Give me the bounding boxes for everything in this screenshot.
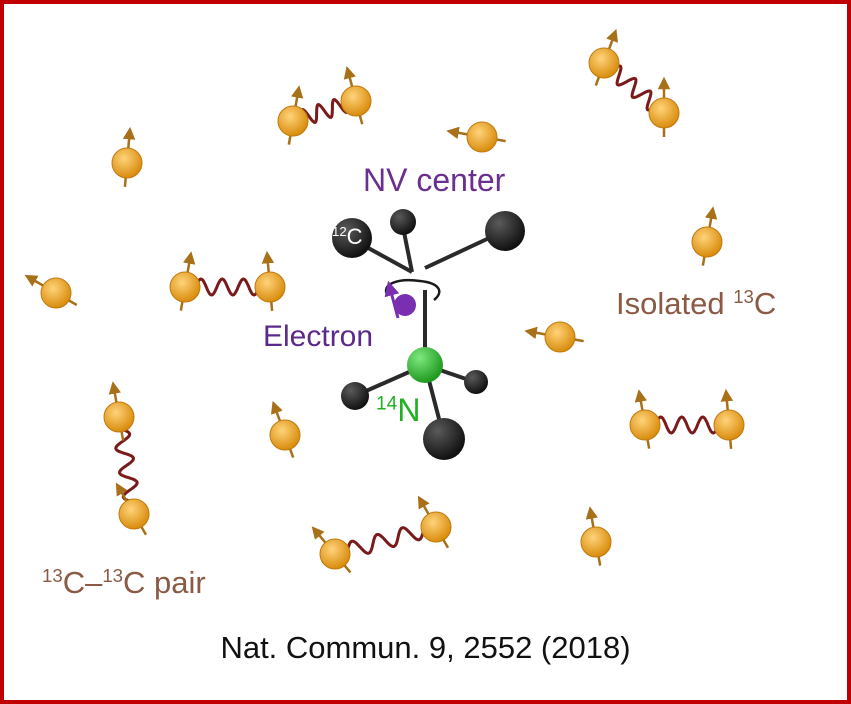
c13-spin-6 [691,206,723,266]
nv-center-molecule [332,209,525,460]
carbon12-symbol: C [346,223,363,249]
pair-mass-number-a: 13 [42,565,63,586]
spin-ball-0 [277,105,309,137]
c13-spin-2 [588,28,620,86]
c13-spin-7 [24,274,78,309]
spin-ball-12 [269,419,301,451]
spin-ball-18 [580,526,612,558]
nitrogen14-symbol: N [397,392,421,428]
spin-ball-4 [111,147,143,179]
c13-spin-12 [269,400,301,458]
coupling-wave-4 [643,415,731,435]
c13-spin-8 [169,251,201,311]
c13-spin-18 [580,506,612,566]
spin-ball-9 [254,271,286,303]
nv-center-label: NV center [363,162,506,198]
c13-spin-14 [713,388,745,450]
c13-spin-0 [277,85,309,145]
c13-spin-16 [311,526,352,574]
carbon13-spins [24,28,745,574]
electron-label: Electron [263,320,374,353]
spin-ball-6 [691,226,723,258]
c13-spin-10 [524,321,584,353]
spin-ball-15 [118,498,150,530]
spin-ball-14 [713,409,745,441]
spin-ball-3 [648,97,680,129]
c13-spin-1 [340,65,372,125]
isolated-symbol: C [753,286,777,322]
c13-spin-11 [103,381,135,441]
c13-spin-3 [648,76,680,137]
spin-ball-5 [466,121,498,153]
nitrogen14-atom [407,347,443,383]
nitrogen14-mass-number: 14 [376,393,398,415]
carbon12-atom [332,218,372,258]
spin-ball-7 [40,277,72,309]
electron-spin-arrow [384,280,400,319]
carbon-atom-right [485,211,525,251]
carbon-atom-bottom [423,418,465,460]
coupling-wave-6 [333,519,438,562]
spin-ball-10 [544,321,576,353]
spin-ball-1 [340,85,372,117]
isolated-mass-number: 13 [733,286,754,307]
isolated-text: Isolated [616,286,734,322]
pair-mass-number-b: 13 [102,565,124,586]
carbon12-label: 12C [332,225,363,248]
isolated-c13-label: Isolated 13C [616,286,777,322]
spin-ball-2 [588,47,620,79]
c13-spin-5 [446,121,506,153]
spin-ball-13 [629,409,661,441]
c13-spin-17 [417,495,452,549]
nitrogen14-label: 14N [376,394,420,426]
spin-ball-16 [319,538,351,570]
electron-spin [394,294,416,316]
carbon12-mass-number: 12 [332,224,347,239]
carbon-atom-top [390,209,416,235]
carbon-atom-lower-left [341,382,369,410]
spin-ball-11 [103,401,135,433]
pair-tail-text: C pair [123,565,206,601]
coupling-wave-3 [183,277,272,297]
spin-ball-8 [169,271,201,303]
c13-spin-4 [111,126,143,188]
carbon-atom-lower-right [464,370,488,394]
c13-spin-9 [254,250,286,312]
c13-spin-15 [115,482,150,536]
c13-spin-13 [629,389,661,449]
spin-ball-17 [420,511,452,543]
citation: Nat. Commun. 9, 2552 (2018) [220,630,631,665]
c13-pair-label: 13C–13C pair [42,565,206,601]
pair-symbol-a: C– [62,565,103,601]
electron-precession-arrow [384,279,441,301]
